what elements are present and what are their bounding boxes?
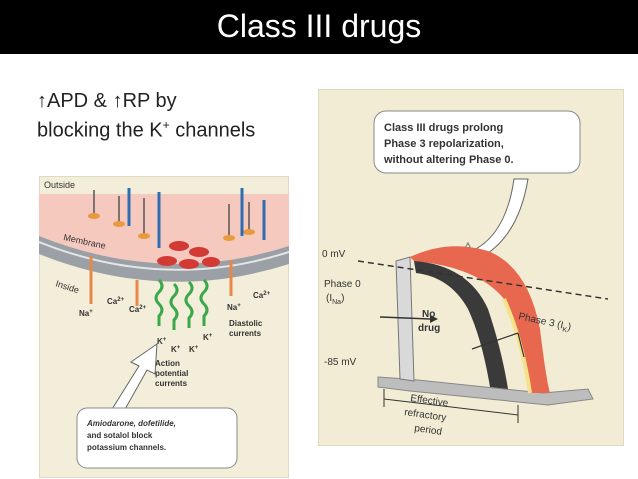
no-drug-label-2: drug [418, 323, 440, 334]
na-left-label: Na+ [79, 309, 93, 318]
phase0-arrowhead [430, 315, 438, 323]
red-particle [157, 256, 177, 266]
no-drug-label-1: No [422, 309, 435, 320]
red-particle [169, 241, 189, 251]
subtitle-line-2-pre: blocking the K [37, 119, 163, 142]
k1-label: K+ [157, 337, 167, 346]
membrane-band [39, 236, 289, 282]
red-particle [202, 257, 220, 267]
action-label-1: Action [155, 359, 180, 368]
ca3-label: Ca2+ [253, 291, 271, 300]
callout-line-1: Class III drugs prolong [384, 122, 503, 134]
slide-title: Class III drugs [216, 8, 422, 44]
phase0-arrow [379, 316, 431, 320]
phase0-upstroke [395, 256, 415, 382]
drug-note-3: potassium channels. [87, 443, 166, 452]
diastolic-label-1: Diastolic [229, 319, 263, 328]
ca-channels [89, 256, 233, 306]
zero-mv-line [357, 260, 609, 300]
drug-note-1: Amiodarone, dofetilide, [86, 419, 176, 428]
callout-box [373, 110, 581, 174]
action-label-3: currents [155, 379, 188, 388]
subtitle-line-1: ↑APD & ↑RP by [37, 90, 177, 112]
red-particle [189, 247, 209, 257]
drug-curve [410, 246, 550, 393]
membrane-line [39, 241, 289, 271]
outside-region [39, 194, 289, 264]
action-label-2: potential [155, 369, 188, 378]
k2-label: K+ [171, 345, 181, 354]
ion-channel-diagram: Outside Membrane Inside Na+ Ca2+ Ca2+ K+… [39, 176, 289, 478]
drug-note-2: and sotalol block [87, 431, 153, 440]
phase0-label-1: Phase 0 [324, 279, 361, 290]
k4-label: K+ [203, 333, 213, 342]
ca1-label: Ca2+ [107, 297, 125, 306]
phase0-label-2: (INa) [326, 293, 344, 306]
nodrug-curve [414, 261, 508, 389]
diastolic-label-2: currents [229, 329, 262, 338]
action-potential-diagram: Class III drugs prolong Phase 3 repolari… [318, 89, 624, 446]
title-bar: Class III drugs [0, 0, 638, 54]
k3-label: K+ [189, 345, 199, 354]
na-channels [127, 188, 266, 248]
red-particle [179, 259, 199, 269]
ca2-label: Ca2+ [129, 305, 147, 314]
na-right-label: Na+ [227, 303, 241, 312]
subtitle-line-2-sup: + [162, 118, 170, 132]
drug-note-box [76, 407, 238, 469]
minus85-label: -85 mV [324, 357, 357, 368]
baseline-platform [377, 376, 594, 406]
erp-label-3: period [414, 423, 443, 438]
zero-mv-label: 0 mV [322, 249, 346, 260]
callout-line-3: without altering Phase 0. [383, 154, 514, 166]
phase3-arrow-1 [471, 332, 519, 350]
outside-label: Outside [44, 180, 75, 190]
phase3-arrow-2 [517, 332, 525, 358]
callout-line-2: Phase 3 repolarization, [384, 138, 504, 150]
subtitle-line-2: blocking the K+ channels [37, 118, 255, 143]
drug-curve-edge [502, 298, 532, 394]
erp-label-1: Effective [410, 393, 450, 409]
k-channels [154, 278, 209, 330]
subtitle-line-2-post: channels [169, 119, 256, 142]
erp-bracket [383, 398, 519, 416]
